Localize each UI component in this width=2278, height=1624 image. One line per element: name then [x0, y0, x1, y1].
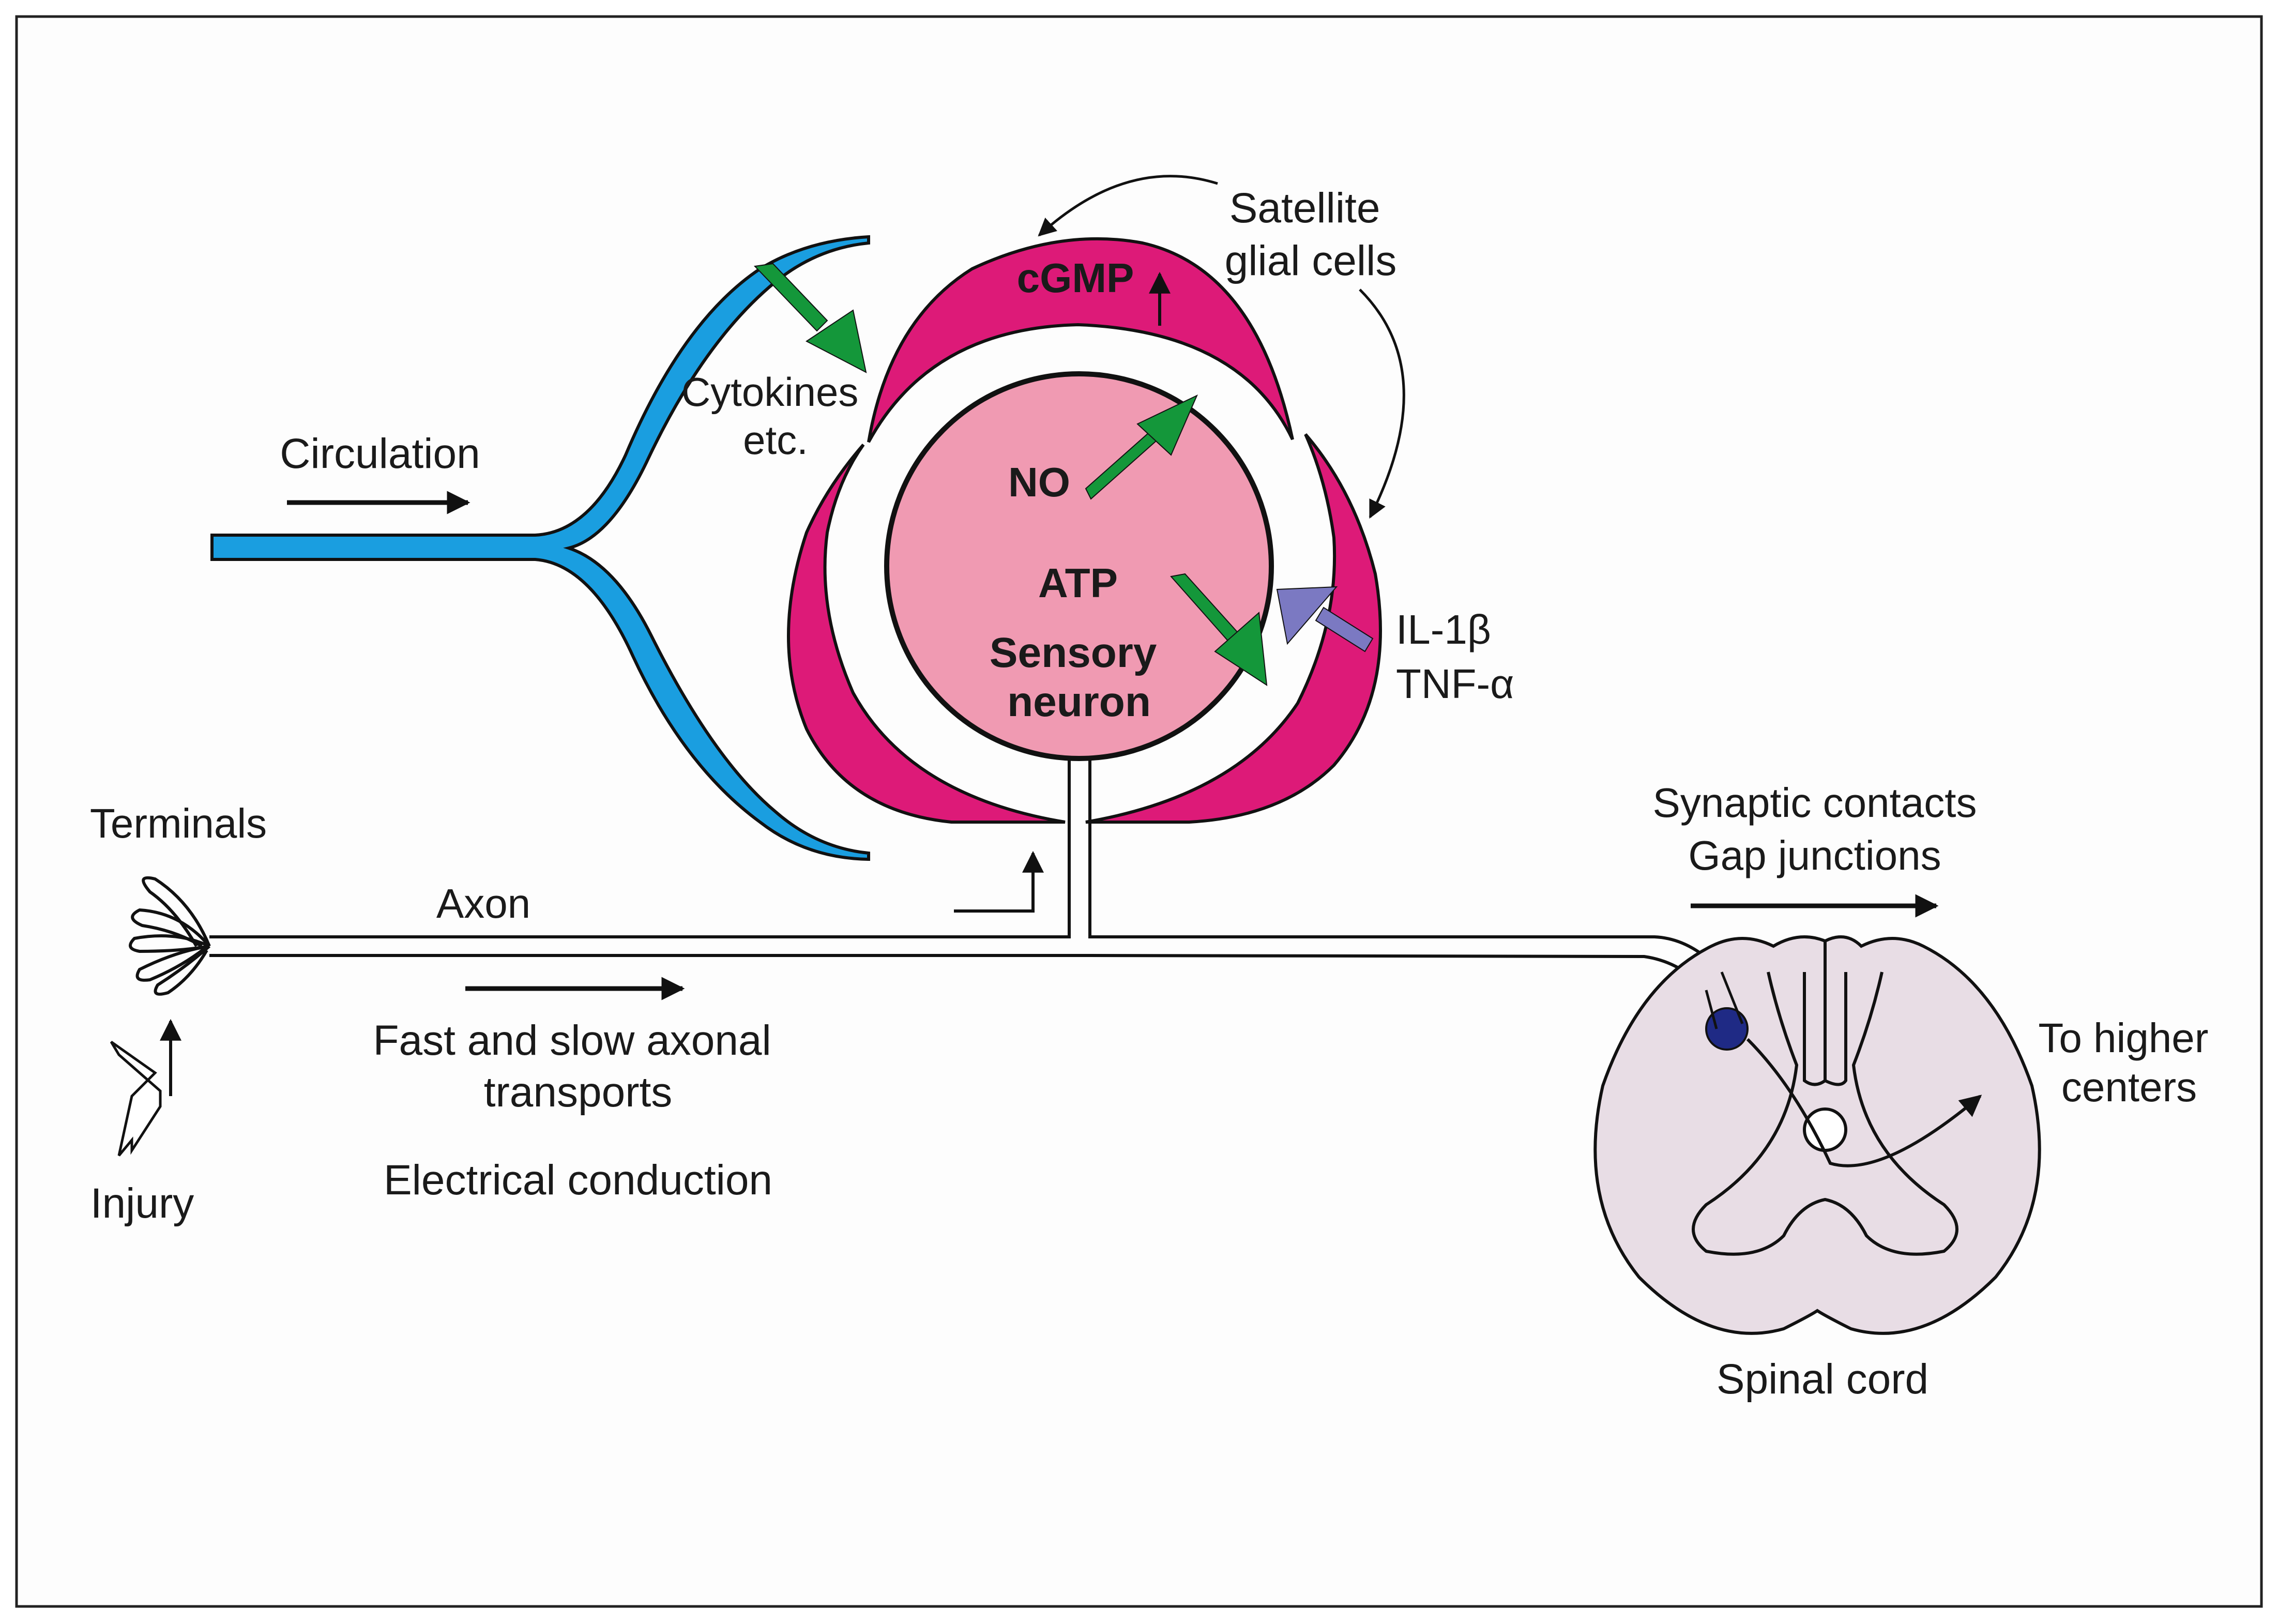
gray-matter	[1803, 941, 1847, 1086]
terminals	[129, 876, 211, 996]
no-label: NO	[1008, 459, 1070, 505]
electrical-label: Electrical conduction	[384, 1157, 772, 1204]
terminals-label: Terminals	[90, 800, 267, 846]
glial-arrow-top	[1038, 175, 1218, 237]
atp-label: ATP	[1038, 560, 1118, 606]
synaptic-label: Synaptic contacts	[1653, 780, 1977, 826]
glia-left	[787, 444, 1066, 824]
bent-arrow	[954, 851, 1044, 913]
cytokines-label: Cytokines etc.	[681, 369, 870, 463]
dorsal-root-entry	[1705, 972, 1744, 1029]
sensory-neuron-body	[884, 371, 1274, 761]
injury-bolt-icon	[110, 1040, 162, 1157]
cgmp-label: cGMP	[1017, 255, 1134, 301]
cytokine-arrow	[753, 263, 867, 373]
tnfa-label: TNF-α	[1396, 661, 1514, 707]
central-canal	[1803, 1107, 1847, 1152]
satellite-glial-cells	[787, 237, 1382, 824]
circulation-label: Circulation	[280, 430, 480, 477]
glia-top	[867, 237, 1294, 443]
il1b-label: IL-1β	[1396, 606, 1491, 652]
glia-right	[1085, 433, 1382, 824]
sensory-neuron-label: Sensory neuron	[990, 629, 1168, 725]
spinal-cord-label: Spinal cord	[1717, 1356, 1928, 1403]
axon-label: Axon	[436, 881, 530, 927]
ascending-arrow	[1746, 1038, 1982, 1167]
synapse-dot	[1705, 1007, 1749, 1051]
atp-arrow	[1170, 573, 1268, 686]
transport-label: Fast and slow axonal transports	[373, 1017, 783, 1116]
injury-label: Injury	[90, 1180, 194, 1227]
spinal-cord	[1593, 935, 2041, 1335]
no-arrow	[1085, 394, 1198, 500]
higher-centers-label: To higher centers	[2038, 1015, 2220, 1110]
gap-label: Gap junctions	[1688, 832, 1941, 878]
cytokine-il-arrow	[1276, 586, 1374, 652]
blood-vessel	[210, 235, 870, 861]
glial-arrow-right	[1359, 289, 1405, 519]
satellite-label: Satellite glial cells	[1225, 185, 1397, 284]
gray-matter-wings	[1692, 972, 1958, 1256]
